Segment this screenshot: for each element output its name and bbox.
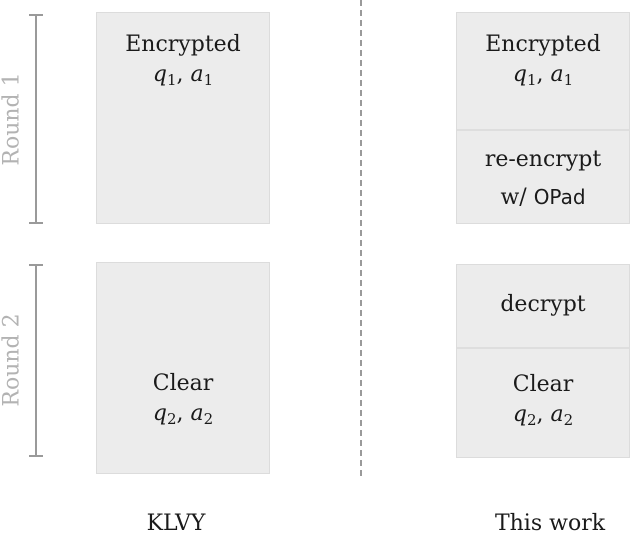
round-2-bracket-bottom-cap bbox=[29, 455, 43, 457]
this-work-round-1-a: a bbox=[550, 62, 564, 87]
this-work-round-1-q-sub: 1 bbox=[526, 71, 537, 89]
this-work-round-1-separator bbox=[457, 129, 629, 131]
klvy-round-1-a-sub: 1 bbox=[203, 71, 214, 89]
this-work-round-1-comma: , bbox=[536, 62, 551, 87]
klvy-round-2-title: Clear bbox=[152, 371, 214, 396]
round-1-bracket-bottom-cap bbox=[29, 222, 43, 224]
this-work-round-1-title: Encrypted bbox=[485, 32, 601, 57]
this-work-round-2-title: Clear bbox=[512, 372, 574, 397]
klvy-round-1-q-sub: 1 bbox=[166, 71, 177, 89]
klvy-round-1-title: Encrypted bbox=[125, 32, 241, 57]
this-work-round-2-step: decrypt bbox=[500, 292, 586, 317]
this-work-round-1-vars: q1, a1 bbox=[457, 61, 629, 89]
klvy-round-2-q: q bbox=[152, 401, 167, 426]
klvy-column-label: KLVY bbox=[146, 511, 206, 536]
this-work-round-2-box: decrypt Clear q2, a2 bbox=[456, 264, 630, 458]
round-2-bracket-line bbox=[35, 264, 37, 457]
this-work-column-label: This work bbox=[494, 511, 606, 536]
klvy-round-2-q-sub: 2 bbox=[166, 410, 177, 428]
this-work-round-2-comma: , bbox=[536, 402, 551, 427]
this-work-round-2-a-sub: 2 bbox=[563, 411, 574, 429]
klvy-round-1-a: a bbox=[190, 62, 204, 87]
column-divider bbox=[360, 0, 362, 476]
this-work-round-2-separator bbox=[457, 347, 629, 349]
round-2-bracket bbox=[29, 264, 43, 457]
this-work-round-1-step-line1: re-encrypt bbox=[484, 147, 602, 172]
klvy-round-2-vars: q2, a2 bbox=[97, 400, 269, 428]
klvy-round-2-comma: , bbox=[176, 401, 191, 426]
round-1-bracket-line bbox=[35, 14, 37, 224]
this-work-round-1-step-line2: w/ OPad bbox=[457, 183, 629, 212]
round-1-bracket-top-cap bbox=[29, 14, 43, 16]
round-2-label: Round 2 bbox=[0, 313, 25, 407]
this-work-round-1-box: Encrypted q1, a1 re-encrypt w/ OPad bbox=[456, 12, 630, 224]
this-work-round-2-q-sub: 2 bbox=[526, 411, 537, 429]
klvy-round-1-vars: q1, a1 bbox=[97, 61, 269, 89]
this-work-round-1-step-name: OPad bbox=[533, 185, 586, 209]
this-work-round-1-a-sub: 1 bbox=[563, 71, 574, 89]
klvy-round-1-q: q bbox=[152, 62, 167, 87]
this-work-round-1-q: q bbox=[512, 62, 527, 87]
this-work-round-2-vars: q2, a2 bbox=[457, 401, 629, 429]
this-work-round-1-step-prefix: w/ bbox=[500, 185, 534, 210]
round-2-bracket-top-cap bbox=[29, 264, 43, 266]
klvy-round-2-box: Clear q2, a2 bbox=[96, 262, 270, 474]
round-1-bracket bbox=[29, 14, 43, 224]
klvy-round-1-box: Encrypted q1, a1 bbox=[96, 12, 270, 224]
klvy-round-1-comma: , bbox=[176, 62, 191, 87]
this-work-round-2-q: q bbox=[512, 402, 527, 427]
this-work-round-2-a: a bbox=[550, 402, 564, 427]
klvy-round-2-a-sub: 2 bbox=[203, 410, 214, 428]
round-1-label: Round 1 bbox=[0, 72, 25, 166]
klvy-round-2-a: a bbox=[190, 401, 204, 426]
